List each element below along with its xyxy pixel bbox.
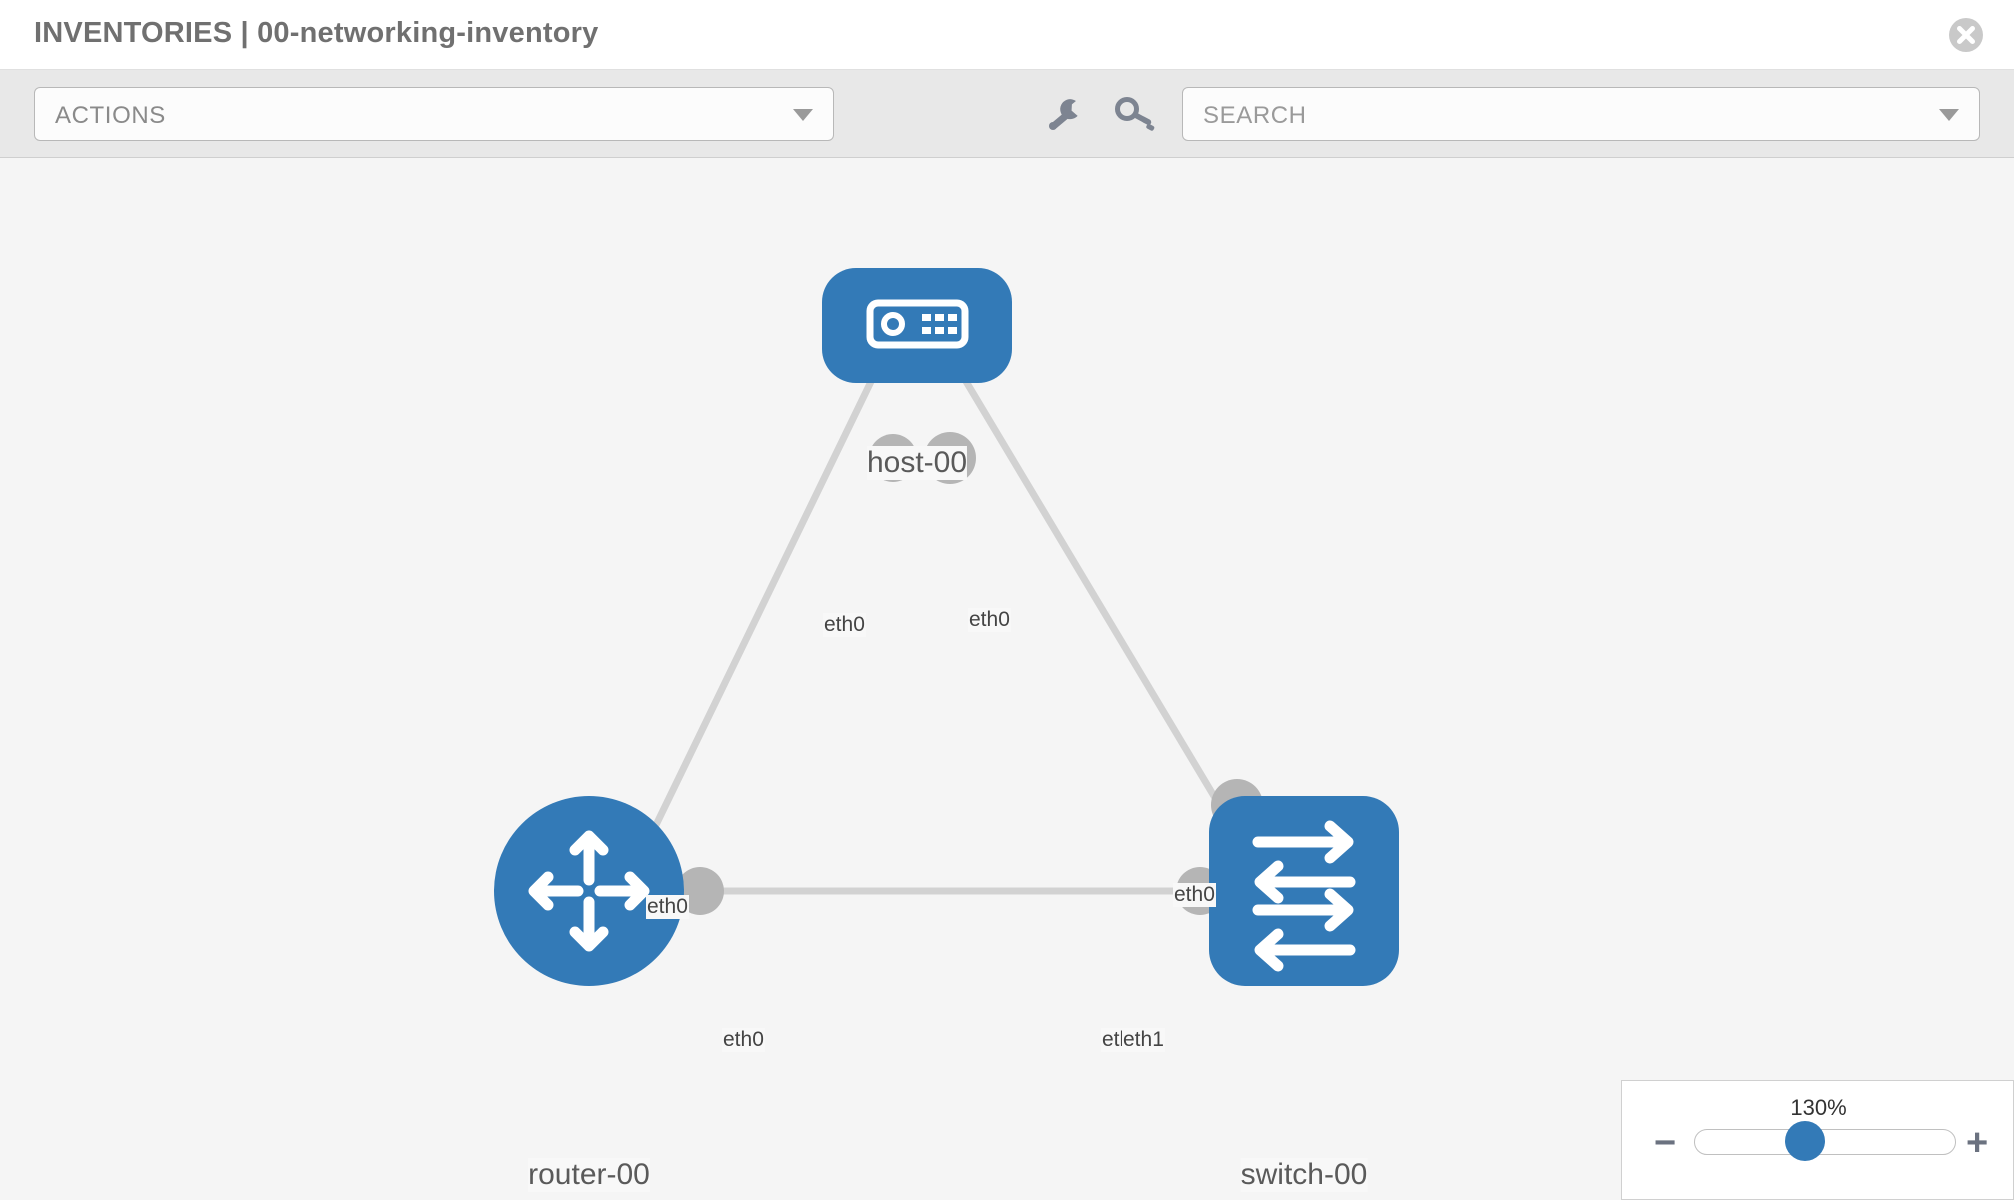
chevron-down-icon [1939, 109, 1959, 121]
link-host-router[interactable] [636, 361, 884, 860]
actions-dropdown-label: ACTIONS [55, 102, 166, 129]
page-header: INVENTORIES | 00-networking-inventory [0, 0, 2014, 70]
iface-label: eth0 [968, 608, 1011, 632]
key-icon[interactable] [1110, 90, 1158, 138]
zoom-control-panel: 130% − + [1621, 1080, 2014, 1200]
node-label-host-00: host-00 [866, 446, 968, 480]
plus-icon[interactable]: + [1966, 1122, 1989, 1164]
zoom-slider-thumb[interactable] [1785, 1121, 1825, 1161]
zoom-slider-track[interactable] [1694, 1129, 1956, 1155]
toolbar: ACTIONS SEARCH [0, 70, 2014, 158]
close-icon[interactable] [1946, 15, 1986, 55]
zoom-level-value: 130% [1790, 1095, 1847, 1120]
actions-dropdown[interactable]: ACTIONS [34, 87, 834, 141]
node-label-switch-00: switch-00 [1240, 1158, 1368, 1192]
page-title: INVENTORIES | 00-networking-inventory [34, 17, 599, 49]
iface-label: eth0 [823, 613, 866, 637]
iface-label: eth0 [722, 1028, 765, 1052]
node-switch-00[interactable] [1209, 796, 1399, 986]
search-input[interactable]: SEARCH [1182, 87, 1980, 141]
link-host-switch[interactable] [951, 361, 1249, 850]
iface-label: eth0 [1173, 883, 1216, 907]
topology-graph [494, 268, 1399, 986]
iface-label: eth1 [1122, 1028, 1165, 1052]
search-placeholder-label: SEARCH [1203, 102, 1307, 129]
chevron-down-icon [793, 109, 813, 121]
iface-label: eth0 [646, 895, 689, 919]
minus-icon[interactable]: − [1654, 1122, 1677, 1164]
node-label-router-00: router-00 [528, 1158, 650, 1192]
node-host-00[interactable] [822, 268, 1012, 383]
wrench-icon[interactable] [1040, 90, 1088, 138]
node-router-00[interactable] [494, 796, 684, 986]
topology-canvas[interactable]: host-00 router-00 switch-00 eth0 eth0 et… [0, 158, 2014, 1200]
